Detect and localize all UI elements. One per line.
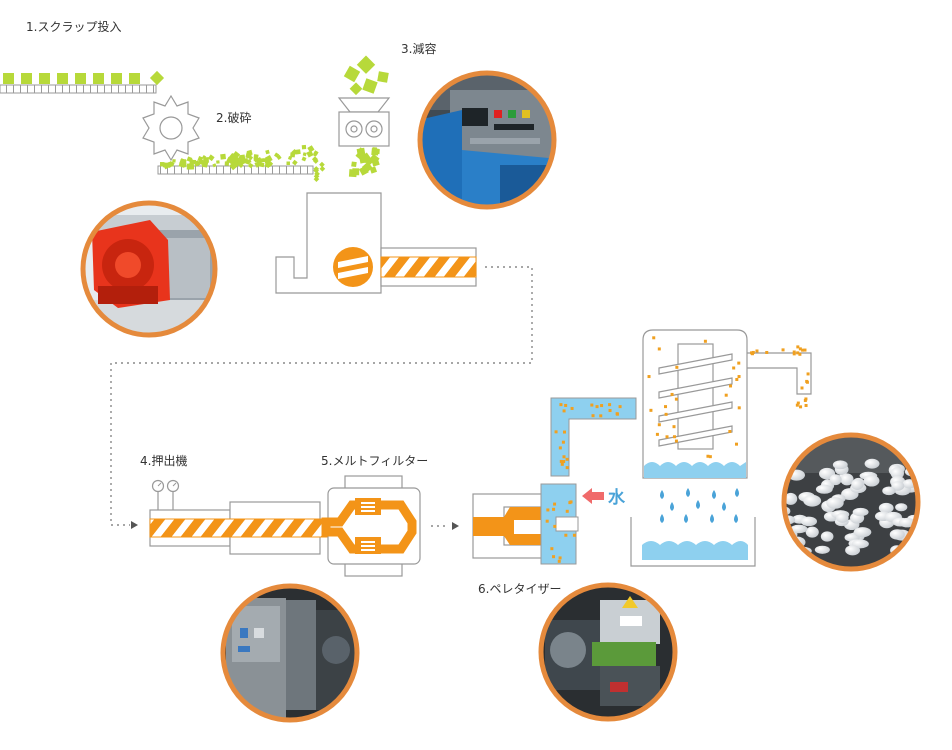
- pressure-gauge-icon: [151, 479, 165, 493]
- water-label: 水: [608, 487, 626, 508]
- step-3-label: 3.減容: [401, 41, 436, 56]
- step-6-label: 6.ペレタイザー: [478, 582, 561, 596]
- compactor-control-panel-photo: [417, 70, 557, 210]
- water-drops: [660, 488, 739, 523]
- arrow-into-extruder-icon: [131, 521, 138, 529]
- melt-filter: [321, 475, 421, 577]
- crushed-scrap-conveyor: [157, 144, 326, 182]
- upper-screw-feeder: [275, 192, 477, 294]
- compactor-hopper: [337, 55, 391, 178]
- step-5-label: 5.メルトフィルター: [321, 454, 428, 468]
- crusher-gear-icon: [142, 94, 200, 162]
- extruder-machine-photo: [220, 583, 360, 723]
- step-1-label: 1.スクラップ投入: [26, 19, 121, 34]
- pelletizer-machine-photo: [538, 582, 678, 722]
- water-transport-pipe: [550, 397, 637, 477]
- extruder: [149, 479, 329, 555]
- separator-tank: [642, 329, 812, 479]
- crusher-machine-photo: [80, 200, 218, 338]
- pressure-gauge-icon: [166, 479, 180, 493]
- scrap-input-conveyor: [0, 70, 165, 94]
- arrow-into-pelletizer-icon: [452, 522, 459, 530]
- pelletizer: 水: [472, 483, 626, 565]
- water-basin: [630, 517, 756, 567]
- water-inflow-arrow-icon: [582, 488, 604, 504]
- step-4-label: 4.押出機: [140, 453, 187, 468]
- step-2-label: 2.破砕: [216, 110, 251, 125]
- pellets-photo: [781, 432, 921, 572]
